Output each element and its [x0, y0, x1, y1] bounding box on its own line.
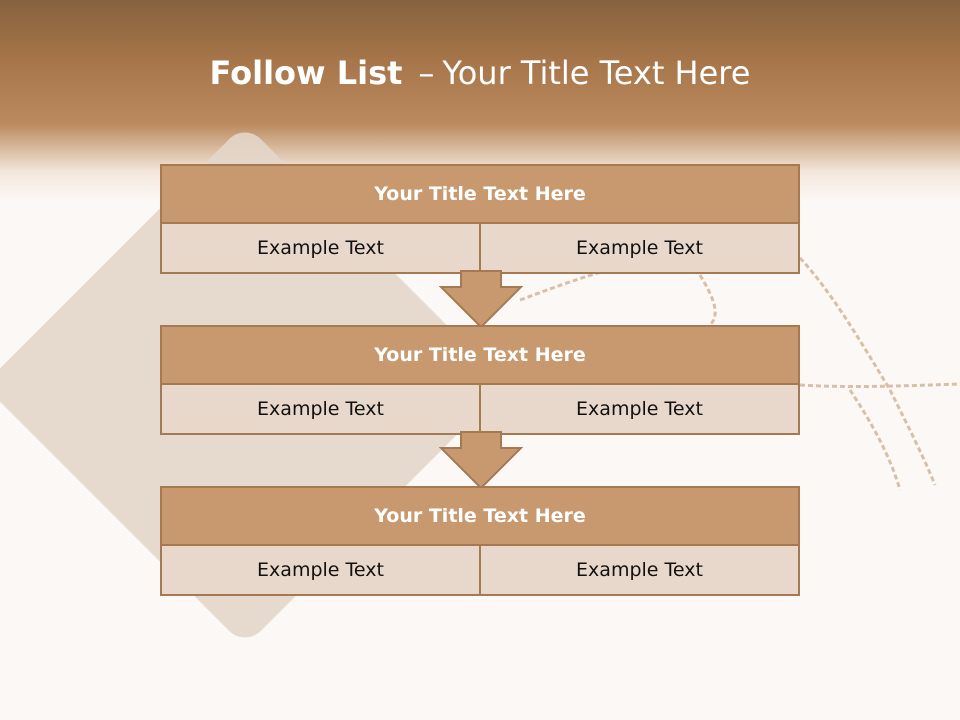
block-title: Your Title Text Here: [162, 327, 798, 385]
list-block-1: Your Title Text Here Example Text Exampl…: [160, 164, 800, 274]
title-rest: Your Title Text Here: [442, 54, 751, 92]
block-cell-right: Example Text: [479, 224, 798, 272]
block-cell-right: Example Text: [479, 385, 798, 433]
down-arrow-icon: [439, 270, 523, 328]
block-cell-left: Example Text: [162, 385, 479, 433]
list-block-2: Your Title Text Here Example Text Exampl…: [160, 325, 800, 435]
title-bold: Follow List: [209, 54, 403, 92]
block-cell-left: Example Text: [162, 224, 479, 272]
block-title: Your Title Text Here: [162, 488, 798, 546]
block-row: Example Text Example Text: [162, 224, 798, 272]
block-cell-right: Example Text: [479, 546, 798, 594]
page-title: Follow List–Your Title Text Here: [0, 54, 960, 92]
title-separator: –: [418, 54, 435, 92]
down-arrow-icon: [439, 431, 523, 489]
block-cell-left: Example Text: [162, 546, 479, 594]
block-row: Example Text Example Text: [162, 546, 798, 594]
list-block-3: Your Title Text Here Example Text Exampl…: [160, 486, 800, 596]
block-row: Example Text Example Text: [162, 385, 798, 433]
block-title: Your Title Text Here: [162, 166, 798, 224]
